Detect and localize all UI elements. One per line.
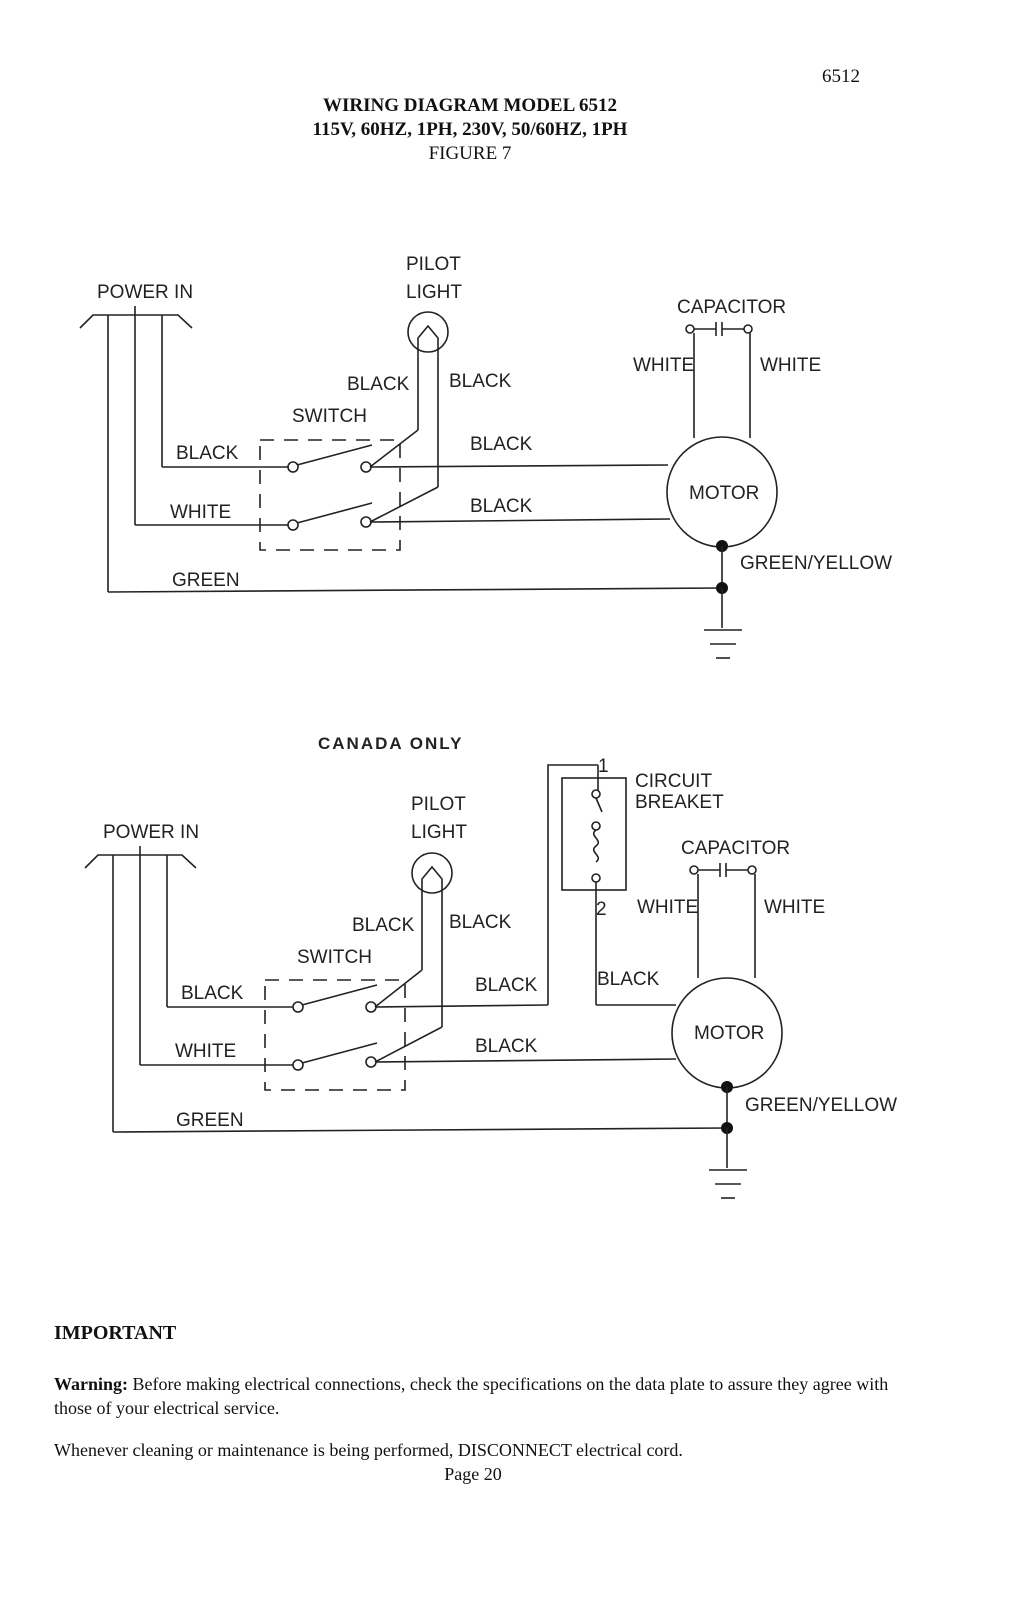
capacitor-white-left-label: WHITE	[633, 355, 694, 376]
motor-black-lower-label: BLACK	[475, 1036, 538, 1057]
line-black-label: BLACK	[181, 983, 244, 1004]
switch-terminal	[292, 1001, 304, 1013]
wiring-diagram-standard: POWER IN PILOT LIGHT CAPACITOR WHITE WHI…	[79, 254, 892, 659]
switch-terminal	[365, 1001, 377, 1013]
power-plug-symbol	[79, 314, 193, 329]
breaker-terminal-1-label: 1	[598, 756, 609, 777]
pilot-black-right-label: BLACK	[449, 912, 512, 933]
circuit-label: CIRCUIT	[635, 771, 712, 792]
capacitor-label: CAPACITOR	[681, 838, 790, 859]
switch-contact-lower	[296, 502, 373, 524]
switch-contact-lower	[301, 1042, 378, 1064]
circuit-breaker-contact	[595, 797, 603, 813]
motor-black-upper-label: BLACK	[597, 969, 660, 990]
pilot-black-left-label: BLACK	[352, 915, 415, 936]
green-yellow-label: GREEN/YELLOW	[745, 1095, 897, 1116]
warning-paragraph: Warning: Before making electrical connec…	[54, 1372, 914, 1420]
pilot-light-symbol	[411, 852, 453, 894]
circuit-breaker-coil	[592, 829, 600, 863]
pilot-label: PILOT	[411, 794, 466, 815]
switch-terminal	[360, 516, 372, 528]
capacitor-label: CAPACITOR	[677, 297, 786, 318]
switch-terminal	[292, 1059, 304, 1071]
title-line-figure: FIGURE 7	[428, 143, 512, 164]
page-number: 6512	[822, 66, 860, 87]
power-in-label: POWER IN	[97, 282, 193, 303]
switch-box	[264, 979, 406, 1091]
page-footer-number: Page 20	[444, 1464, 502, 1484]
switch-terminal	[287, 519, 299, 531]
diagram-title: WIRING DIAGRAM MODEL 6512 115V, 60HZ, 1P…	[230, 94, 710, 166]
disconnect-notice: Whenever cleaning or maintenance is bein…	[54, 1440, 683, 1460]
pilot-black-right-label: BLACK	[449, 371, 512, 392]
title-line-model: WIRING DIAGRAM MODEL 6512	[323, 95, 617, 116]
capacitor-white-left-label: WHITE	[637, 897, 698, 918]
switch-contact-upper	[296, 444, 373, 466]
green-label: GREEN	[172, 570, 240, 591]
green-label: GREEN	[176, 1110, 244, 1131]
switch-terminal	[365, 1056, 377, 1068]
line-white-label: WHITE	[175, 1041, 236, 1062]
capacitor-white-right-label: WHITE	[764, 897, 825, 918]
switch-label: SWITCH	[292, 406, 367, 427]
line-white-label: WHITE	[170, 502, 231, 523]
wiring-diagram-canada: CANADA ONLY POWER IN PILOT LIGHT CIRCUIT…	[84, 734, 897, 1199]
power-in-label: POWER IN	[103, 822, 199, 843]
line-black-label: BLACK	[176, 443, 239, 464]
light-label: LIGHT	[406, 282, 462, 303]
motor-black-upper-label: BLACK	[470, 434, 533, 455]
switch-box	[259, 439, 401, 551]
pilot-label: PILOT	[406, 254, 461, 275]
motor-label: MOTOR	[694, 1023, 764, 1044]
light-label: LIGHT	[411, 822, 467, 843]
switch-terminal	[360, 461, 372, 473]
title-line-specs: 115V, 60HZ, 1PH, 230V, 50/60HZ, 1PH	[312, 119, 628, 140]
canada-only-heading: CANADA ONLY	[318, 734, 463, 753]
motor-label: MOTOR	[689, 483, 759, 504]
breaker-label: BREAKET	[635, 792, 724, 813]
capacitor-white-right-label: WHITE	[760, 355, 821, 376]
breaker-terminal-2-label: 2	[596, 899, 607, 920]
pilot-light-symbol	[407, 311, 449, 353]
warning-text: Before making electrical connections, ch…	[54, 1374, 889, 1418]
green-yellow-label: GREEN/YELLOW	[740, 553, 892, 574]
pilot-black-left-label: BLACK	[347, 374, 410, 395]
motor-black-lower-label: BLACK	[470, 496, 533, 517]
switch-terminal	[287, 461, 299, 473]
circuit-breaker-box	[561, 777, 627, 891]
warning-label: Warning:	[54, 1374, 129, 1394]
switch-label: SWITCH	[297, 947, 372, 968]
switch-contact-upper	[301, 984, 378, 1006]
important-heading: IMPORTANT	[54, 1322, 177, 1344]
breaker-black-label: BLACK	[475, 975, 538, 996]
